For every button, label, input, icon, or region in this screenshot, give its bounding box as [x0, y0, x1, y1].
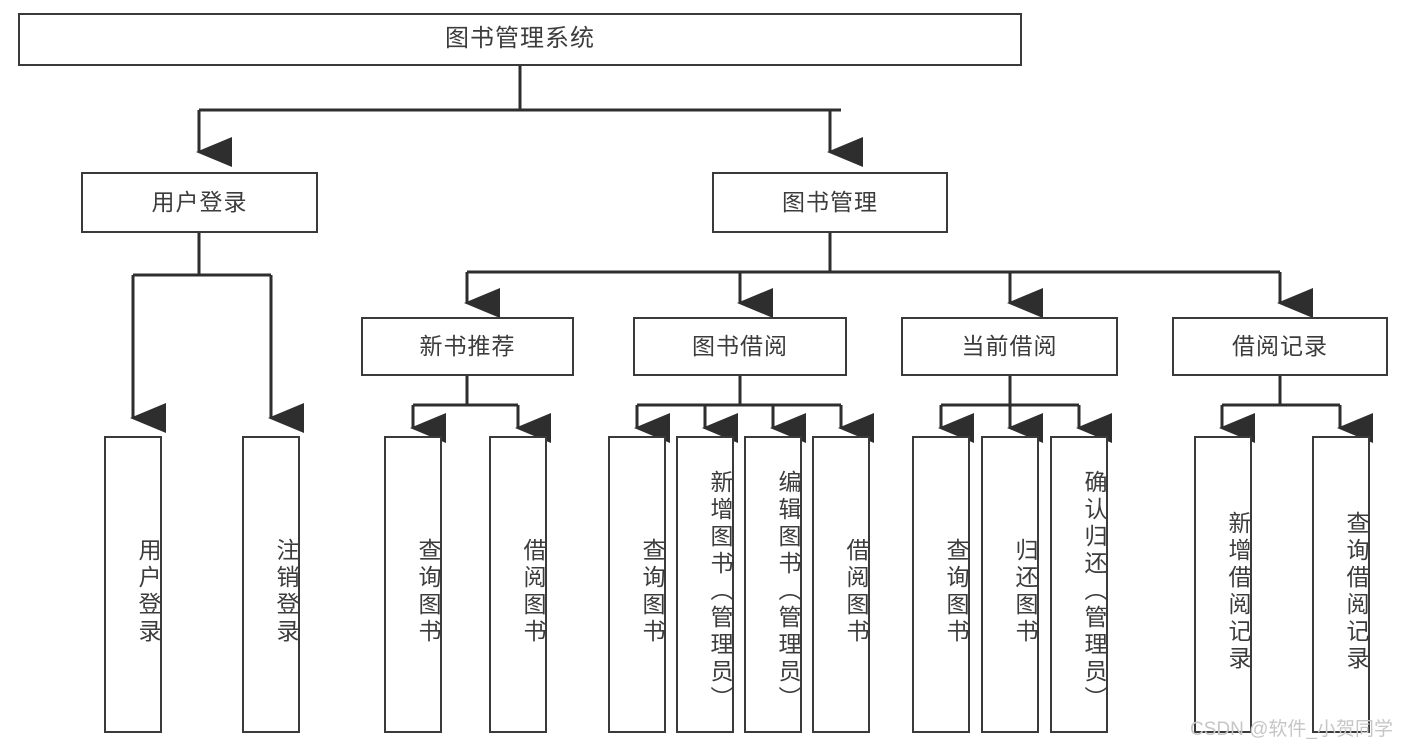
watermark: CSDN @软件_小贺同学: [1190, 719, 1393, 740]
leaf-label: 查询图书: [943, 537, 969, 646]
leaf-record-query-record[interactable]: 查询借阅记录: [1312, 436, 1370, 733]
leaf-newbook-query-book[interactable]: 查询图书: [384, 436, 442, 733]
leaf-label: 查询图书: [415, 537, 441, 646]
leaf-logout[interactable]: 注销登录: [242, 436, 300, 733]
leaf-label: 编辑图书（管理员）: [775, 470, 801, 713]
leaf-record-add-record[interactable]: 新增借阅记录: [1194, 436, 1252, 733]
leaf-user-login[interactable]: 用户登录: [104, 436, 162, 733]
leaf-label: 确认归还（管理员）: [1081, 470, 1107, 713]
leaf-label: 新增图书（管理员）: [707, 470, 733, 713]
node-book-borrow[interactable]: 图书借阅: [633, 317, 847, 376]
node-root[interactable]: 图书管理系统: [18, 13, 1022, 66]
leaf-label: 注销登录: [273, 537, 299, 646]
leaf-label: 借阅图书: [843, 537, 869, 646]
leaf-borrow-add-book-admin[interactable]: 新增图书（管理员）: [676, 436, 734, 733]
leaf-label: 查询图书: [639, 537, 665, 646]
leaf-label: 借阅图书: [520, 537, 546, 646]
node-user-login[interactable]: 用户登录: [81, 172, 318, 233]
leaf-current-return-book[interactable]: 归还图书: [981, 436, 1039, 733]
leaf-newbook-borrow-book[interactable]: 借阅图书: [489, 436, 547, 733]
leaf-label: 新增借阅记录: [1225, 510, 1251, 673]
node-new-book-recommend[interactable]: 新书推荐: [361, 317, 574, 376]
leaf-current-query-book[interactable]: 查询图书: [912, 436, 970, 733]
node-current-borrow[interactable]: 当前借阅: [901, 317, 1118, 376]
node-borrow-record[interactable]: 借阅记录: [1172, 317, 1388, 376]
leaf-current-confirm-return-admin[interactable]: 确认归还（管理员）: [1050, 436, 1108, 733]
node-book-management[interactable]: 图书管理: [712, 172, 948, 233]
leaf-label: 归还图书: [1012, 537, 1038, 646]
leaf-label: 查询借阅记录: [1343, 510, 1369, 673]
leaf-borrow-query-book[interactable]: 查询图书: [608, 436, 666, 733]
leaf-label: 用户登录: [135, 537, 161, 646]
leaf-borrow-borrow-book[interactable]: 借阅图书: [812, 436, 870, 733]
leaf-borrow-edit-book-admin[interactable]: 编辑图书（管理员）: [744, 436, 802, 733]
